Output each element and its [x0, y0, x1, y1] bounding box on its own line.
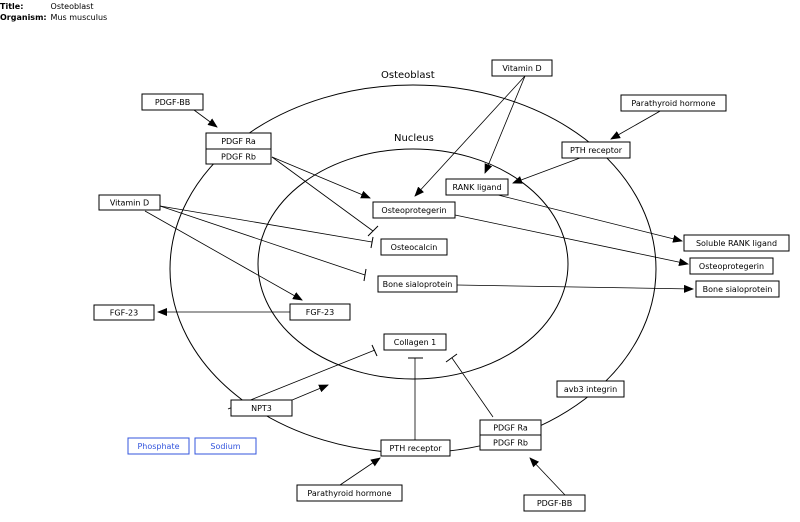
node-avb3-integrin-label: avb3 integrin [564, 385, 617, 394]
organism-label: Organism: [0, 13, 47, 22]
node-pdgf-ra-bottom[interactable]: PDGF Ra [479, 419, 542, 436]
node-parathyroid-hormone-top-label: Parathyroid hormone [631, 99, 715, 108]
edge-pth-hormone-receptor [610, 109, 663, 140]
node-fgf-23-out[interactable]: FGF-23 [93, 304, 155, 321]
organism-name: Mus musculus [50, 13, 108, 22]
node-vitamin-d-top-label: Vitamin D [502, 64, 541, 73]
node-avb3-integrin[interactable]: avb3 integrin [556, 380, 625, 398]
edge-opg-out [454, 214, 689, 267]
node-pth-receptor-top-label: PTH receptor [570, 146, 623, 155]
node-fgf-23-in[interactable]: FGF-23 [289, 303, 351, 321]
edge-vitd-osteocalcin [159, 205, 373, 243]
node-osteocalcin-label: Osteocalcin [391, 243, 438, 252]
node-osteoprotegerin-out[interactable]: Osteoprotegerin [689, 257, 774, 275]
edge-npt3-collagen [227, 349, 376, 410]
node-pdgf-rb-top[interactable]: PDGF Rb [205, 148, 272, 165]
node-parathyroid-hormone-bottom-label: Parathyroid hormone [307, 489, 391, 498]
node-pdgf-bb-top-label: PDGF-BB [155, 98, 190, 107]
inhibit-bar-osteocalcin-top [367, 225, 379, 237]
edge-pdgfr-osteoprotegerin [271, 156, 371, 199]
edge-pth-hormone-receptor-bottom [339, 457, 381, 486]
node-pth-receptor-bottom-label: PTH receptor [389, 444, 442, 453]
node-pth-receptor-top[interactable]: PTH receptor [561, 141, 631, 159]
node-phosphate-label: Phosphate [137, 442, 179, 451]
node-osteoprotegerin-nucleus[interactable]: Osteoprotegerin [372, 201, 456, 219]
node-vitamin-d-top[interactable]: Vitamin D [491, 59, 553, 77]
node-parathyroid-hormone-top[interactable]: Parathyroid hormone [620, 94, 727, 112]
node-bone-sialoprotein-nucleus-label: Bone sialoprotein [383, 280, 453, 289]
node-pdgf-bb-bottom-label: PDGF-BB [537, 499, 572, 508]
nucleus-membrane [257, 148, 569, 380]
node-parathyroid-hormone-bottom[interactable]: Parathyroid hormone [296, 484, 403, 502]
node-pdgf-bb-bottom[interactable]: PDGF-BB [523, 494, 586, 512]
inhibit-bar-bsp [363, 268, 367, 282]
edge-pth-receptor-rank-ligand [512, 157, 581, 184]
node-pdgf-rb-bottom-label: PDGF Rb [493, 439, 528, 448]
node-fgf-23-in-label: FGF-23 [306, 308, 334, 317]
node-pth-receptor-bottom[interactable]: PTH receptor [380, 439, 451, 457]
inhibit-bar-collagen-left [371, 344, 378, 357]
node-bone-sialoprotein-nucleus[interactable]: Bone sialoprotein [377, 275, 458, 293]
node-phosphate[interactable]: Phosphate [127, 437, 190, 455]
edge-pdgfbb-pdgfr-bottom [529, 457, 566, 496]
pathway-title: Osteoblast [50, 2, 94, 11]
node-fgf-23-out-label: FGF-23 [110, 309, 138, 318]
pathway-header: Title: Osteoblast Organism: Mus musculus [0, 1, 107, 23]
node-npt3[interactable]: NPT3 [230, 399, 293, 417]
node-soluble-rank-ligand[interactable]: Soluble RANK ligand [683, 234, 790, 252]
inhibit-bar-osteocalcin-left [370, 236, 374, 249]
node-sodium-label: Sodium [210, 442, 240, 451]
node-osteoprotegerin-nucleus-label: Osteoprotegerin [381, 206, 446, 215]
edge-vitd-rank-ligand [484, 75, 526, 174]
edge-rank-soluble [489, 192, 683, 243]
node-pdgf-rb-top-label: PDGF Rb [221, 153, 256, 162]
edge-vitd-osteoprotegerin [414, 75, 526, 197]
node-osteocalcin[interactable]: Osteocalcin [380, 238, 448, 256]
title-row: Title: Osteoblast [0, 1, 107, 12]
edge-bsp-out [456, 284, 694, 293]
node-rank-ligand[interactable]: RANK ligand [445, 178, 509, 196]
node-pdgf-ra-bottom-label: PDGF Ra [493, 424, 528, 433]
edge-vitd-fgf23 [144, 210, 303, 301]
inhibit-bar-collagen-right [445, 353, 458, 363]
title-label: Title: [0, 2, 24, 11]
node-collagen-1[interactable]: Collagen 1 [383, 333, 447, 351]
edge-vitd-bsp [159, 205, 366, 276]
node-soluble-rank-ligand-label: Soluble RANK ligand [696, 239, 777, 248]
edge-pdgfr-collagen [451, 357, 494, 418]
edge-pdgfbb-pdgfr [193, 109, 218, 128]
node-pdgf-rb-bottom[interactable]: PDGF Rb [479, 434, 542, 451]
node-npt3-label: NPT3 [251, 404, 272, 413]
node-pdgf-ra-top[interactable]: PDGF Ra [205, 132, 272, 150]
node-vitamin-d-left-label: Vitamin D [110, 199, 149, 208]
edge-pdgfr-osteocalcin [271, 156, 374, 232]
organism-row: Organism: Mus musculus [0, 12, 107, 23]
interaction-edges [144, 75, 694, 496]
nucleus-label: Nucleus [394, 133, 434, 144]
node-osteoprotegerin-out-label: Osteoprotegerin [699, 262, 764, 271]
node-vitamin-d-left[interactable]: Vitamin D [98, 194, 161, 211]
osteoblast-label: Osteoblast [381, 70, 435, 81]
node-bone-sialoprotein-out-label: Bone sialoprotein [703, 285, 773, 294]
node-collagen-1-label: Collagen 1 [394, 338, 437, 347]
node-sodium[interactable]: Sodium [194, 437, 257, 455]
node-bone-sialoprotein-out[interactable]: Bone sialoprotein [695, 280, 780, 298]
node-pdgf-ra-top-label: PDGF Ra [221, 137, 256, 146]
node-rank-ligand-label: RANK ligand [452, 183, 501, 192]
node-pdgf-bb-top[interactable]: PDGF-BB [141, 93, 204, 111]
